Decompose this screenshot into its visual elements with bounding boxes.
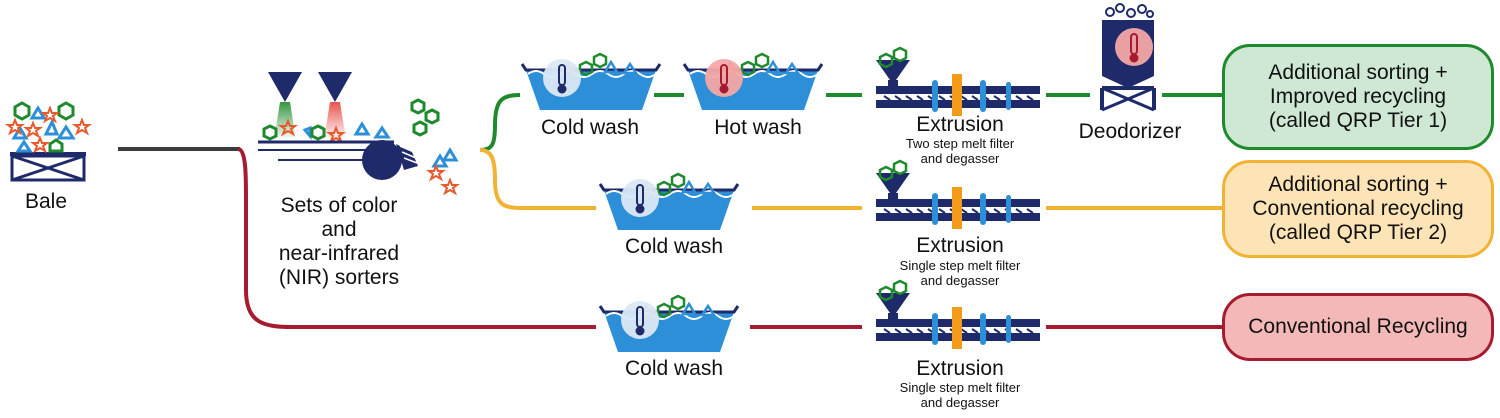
extrusion-note-line: and degasser xyxy=(920,272,1000,288)
flow-lines xyxy=(118,93,1222,329)
outcome-line: (called QRP Tier 2) xyxy=(1268,221,1448,245)
tier2-cold-wash-label: Cold wash xyxy=(624,235,724,258)
outcome-tier2: Additional sorting + Conventional recycl… xyxy=(1222,160,1494,258)
tier2-cold-wash-tank-icon xyxy=(598,172,740,230)
tier1-hot-wash-tank-icon xyxy=(682,52,824,110)
outcome-line: Conventional recycling xyxy=(1252,196,1464,220)
outcome-line: Additional sorting + xyxy=(1268,172,1448,196)
deodorizer-icon xyxy=(1100,3,1156,112)
tier1-extrusion-label: Extrusion xyxy=(916,113,1004,136)
outcome-tier1: Additional sorting + Improved recycling … xyxy=(1222,44,1494,150)
tier1-hot-wash-label: Hot wash xyxy=(714,116,802,139)
tier1-cold-wash-tank-icon xyxy=(520,52,662,110)
outcome-line: Conventional Recycling xyxy=(1248,314,1468,338)
sorters-label: Sets of color and near-infrared (NIR) so… xyxy=(258,194,420,291)
sorter-icon xyxy=(258,72,418,180)
tier1-cold-wash-label: Cold wash xyxy=(540,116,640,139)
sorters-label-line: Sets of color xyxy=(280,194,398,217)
extrusion-note-line: and degasser xyxy=(920,150,1000,166)
deodorizer-label: Deodorizer xyxy=(1078,120,1182,143)
sorters-label-line: (NIR) sorters xyxy=(278,266,400,290)
outcome-line: (called QRP Tier 1) xyxy=(1268,109,1448,133)
extrusion-note-line: Two step melt filter xyxy=(905,136,1015,151)
tier1-extrusion-note: Two step melt filter and degasser xyxy=(870,136,1050,167)
tier1-branch-line xyxy=(479,93,521,152)
conventional-extrusion-label: Extrusion xyxy=(916,357,1004,380)
bale-icon xyxy=(5,101,92,182)
sorters-label-line: and xyxy=(321,218,357,242)
conventional-cold-wash-label: Cold wash xyxy=(624,357,724,380)
tier2-branch-line xyxy=(479,148,596,210)
tier1-extruder-icon xyxy=(876,46,1040,116)
extrusion-note-line: and degasser xyxy=(920,394,1000,410)
conventional-extrusion-note: Single step melt filter and degasser xyxy=(865,380,1055,411)
conventional-extruder-icon xyxy=(876,279,1040,349)
tier2-extruder-icon xyxy=(876,159,1040,229)
outcome-line: Improved recycling xyxy=(1269,84,1447,108)
sorters-label-line: near-infrared xyxy=(278,242,400,266)
bale-label: Bale xyxy=(24,190,68,213)
tier2-extrusion-label: Extrusion xyxy=(916,234,1004,257)
conventional-branch-line xyxy=(237,147,596,329)
sorted-items-icon xyxy=(410,98,460,196)
extrusion-note-line: Single step melt filter xyxy=(899,258,1021,273)
conventional-cold-wash-tank-icon xyxy=(598,294,740,352)
outcome-line: Additional sorting + xyxy=(1268,60,1448,84)
extrusion-note-line: Single step melt filter xyxy=(899,380,1021,395)
outcome-conventional: Conventional Recycling xyxy=(1222,293,1494,361)
tier2-extrusion-note: Single step melt filter and degasser xyxy=(865,258,1055,289)
